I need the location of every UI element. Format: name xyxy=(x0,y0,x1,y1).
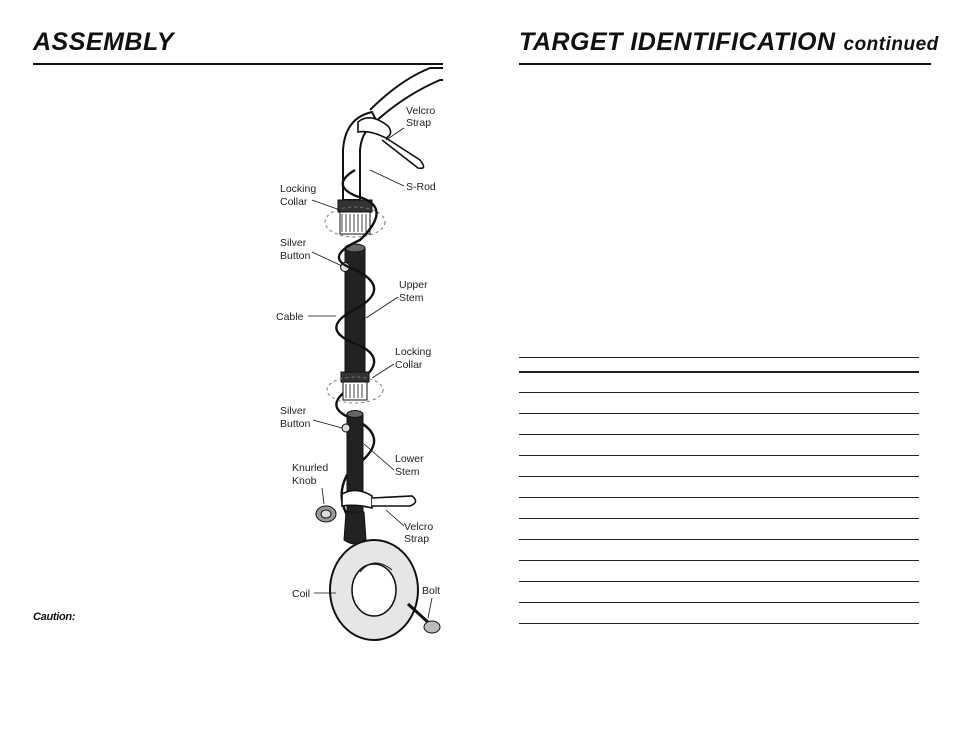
caution-label: Caution: xyxy=(33,611,76,623)
handle xyxy=(369,67,443,123)
table-rule xyxy=(519,371,919,373)
coil-yoke xyxy=(343,511,367,545)
table-rule xyxy=(519,434,919,435)
heading-continued: continued xyxy=(843,34,939,55)
knurled-knob xyxy=(315,505,337,523)
table-rule xyxy=(519,560,919,561)
table-rule xyxy=(519,476,919,477)
velcro-strap-bottom xyxy=(341,489,417,510)
right-heading-rule xyxy=(519,63,931,65)
label-s-rod: S-Rod xyxy=(406,181,436,193)
table-rule xyxy=(519,581,919,582)
leader-lines xyxy=(308,127,433,619)
table-rule xyxy=(519,623,919,624)
locking-collar-bottom xyxy=(326,371,384,404)
target-identification-heading: TARGET IDENTIFICATION continued xyxy=(519,28,939,57)
table-rule xyxy=(519,602,919,603)
label-cable: Cable xyxy=(276,311,304,323)
velcro-strap-top xyxy=(357,117,425,170)
label-coil: Coil xyxy=(292,588,310,600)
table-rule xyxy=(519,413,919,414)
cable xyxy=(335,168,378,531)
table-rule xyxy=(519,455,919,456)
table-rule xyxy=(519,392,919,393)
table-rule xyxy=(519,357,919,358)
label-bolt: Bolt xyxy=(422,585,440,597)
heading-main: TARGET IDENTIFICATION xyxy=(519,28,836,56)
bolt xyxy=(406,602,441,634)
left-heading-rule xyxy=(33,63,443,65)
table-rule xyxy=(519,497,919,498)
locking-collar-top xyxy=(324,199,386,238)
table-rule xyxy=(519,518,919,519)
table-rule xyxy=(519,539,919,540)
assembly-heading: ASSEMBLY xyxy=(33,28,175,56)
search-coil xyxy=(329,539,419,641)
